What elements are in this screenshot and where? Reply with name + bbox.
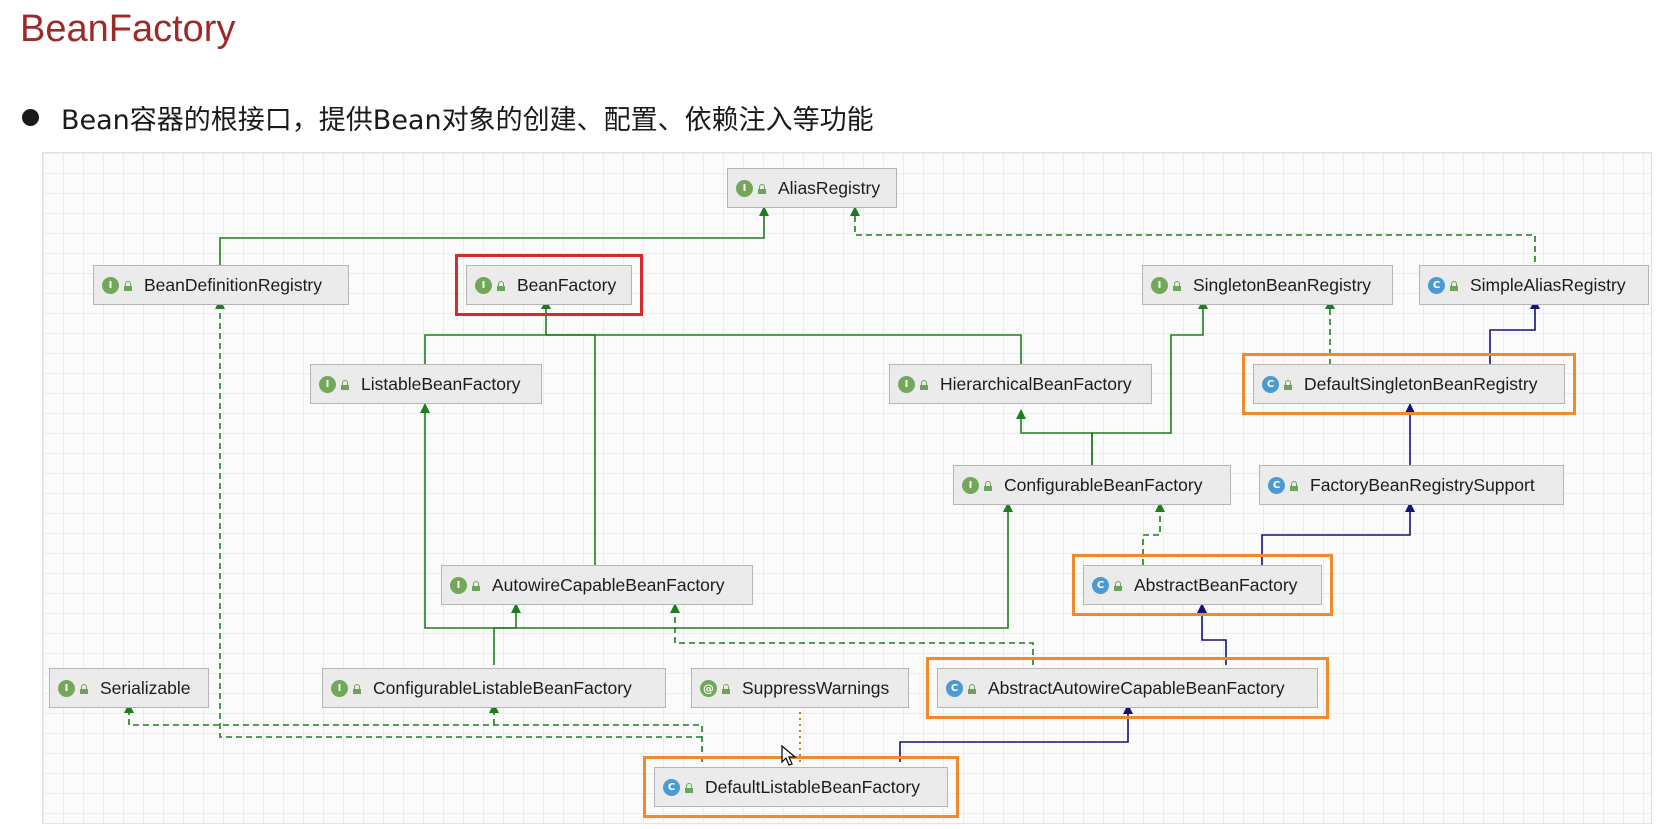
lock-icon xyxy=(1450,280,1458,291)
node-label: AutowireCapableBeanFactory xyxy=(492,574,725,595)
lock-icon xyxy=(497,280,505,291)
node-configurable-bean-factory[interactable]: I ConfigurableBeanFactory xyxy=(953,465,1231,505)
lock-icon xyxy=(1290,480,1298,491)
interface-icon: I xyxy=(736,179,753,197)
interface-icon: I xyxy=(331,679,348,697)
node-bean-definition-registry[interactable]: I BeanDefinitionRegistry xyxy=(93,265,349,305)
node-label: SimpleAliasRegistry xyxy=(1470,274,1626,295)
lock-icon xyxy=(1114,580,1122,591)
node-listable-bean-factory[interactable]: I ListableBeanFactory xyxy=(310,364,542,404)
interface-icon: I xyxy=(898,375,915,393)
annotation-icon: @ xyxy=(700,679,717,697)
lock-icon xyxy=(353,683,361,694)
lock-icon xyxy=(920,379,928,390)
node-label: BeanFactory xyxy=(517,274,617,295)
node-label: ListableBeanFactory xyxy=(361,373,521,394)
lock-icon xyxy=(1173,280,1181,291)
node-label: Serializable xyxy=(100,677,191,698)
node-label: AbstractAutowireCapableBeanFactory xyxy=(988,677,1285,698)
bullet-point: Bean容器的根接口，提供Bean对象的创建、配置、依赖注入等功能 xyxy=(22,92,874,142)
bullet-dot-icon xyxy=(22,108,39,126)
lock-icon xyxy=(124,280,132,291)
class-icon: C xyxy=(946,679,963,697)
node-default-singleton-bean-registry[interactable]: C DefaultSingletonBeanRegistry xyxy=(1242,353,1576,415)
lock-icon xyxy=(722,683,730,694)
node-label: DefaultListableBeanFactory xyxy=(705,776,920,797)
lock-icon xyxy=(472,580,480,591)
mouse-cursor-icon xyxy=(781,745,797,766)
node-default-listable-bean-factory[interactable]: C DefaultListableBeanFactory xyxy=(643,756,959,818)
node-simple-alias-registry[interactable]: C SimpleAliasRegistry xyxy=(1419,265,1649,305)
node-autowire-capable-bean-factory[interactable]: I AutowireCapableBeanFactory xyxy=(441,565,753,605)
class-icon: C xyxy=(1092,576,1109,594)
interface-icon: I xyxy=(1151,276,1168,294)
class-icon: C xyxy=(663,778,680,796)
node-label: AbstractBeanFactory xyxy=(1134,574,1298,595)
slide-title: BeanFactory xyxy=(20,8,236,50)
node-label: BeanDefinitionRegistry xyxy=(144,274,323,295)
node-label: SingletonBeanRegistry xyxy=(1193,274,1372,295)
node-factory-bean-registry-support[interactable]: C FactoryBeanRegistrySupport xyxy=(1259,465,1564,505)
node-label: DefaultSingletonBeanRegistry xyxy=(1304,373,1538,394)
lock-icon xyxy=(1284,379,1292,390)
class-icon: C xyxy=(1262,375,1279,393)
interface-icon: I xyxy=(475,276,492,294)
interface-icon: I xyxy=(962,476,979,494)
node-label: FactoryBeanRegistrySupport xyxy=(1310,474,1535,495)
interface-icon: I xyxy=(58,679,75,697)
lock-icon xyxy=(341,379,349,390)
node-alias-registry[interactable]: I AliasRegistry xyxy=(727,168,897,208)
node-label: SuppressWarnings xyxy=(742,677,890,698)
node-label: ConfigurableListableBeanFactory xyxy=(373,677,632,698)
interface-icon: I xyxy=(450,576,467,594)
lock-icon xyxy=(984,480,992,491)
class-icon: C xyxy=(1428,276,1445,294)
node-abstract-bean-factory[interactable]: C AbstractBeanFactory xyxy=(1072,554,1333,616)
lock-icon xyxy=(968,683,976,694)
node-configurable-listable-bean-factory[interactable]: I ConfigurableListableBeanFactory xyxy=(322,668,666,708)
node-singleton-bean-registry[interactable]: I SingletonBeanRegistry xyxy=(1142,265,1393,305)
interface-icon: I xyxy=(102,276,119,294)
node-label: ConfigurableBeanFactory xyxy=(1004,474,1203,495)
node-serializable[interactable]: I Serializable xyxy=(49,668,209,708)
node-abstract-autowire-capable-bean-factory[interactable]: C AbstractAutowireCapableBeanFactory xyxy=(926,657,1329,719)
lock-icon xyxy=(758,183,766,194)
node-bean-factory[interactable]: I BeanFactory xyxy=(455,254,643,316)
node-label: HierarchicalBeanFactory xyxy=(940,373,1132,394)
lock-icon xyxy=(80,683,88,694)
node-suppress-warnings[interactable]: @ SuppressWarnings xyxy=(691,668,909,708)
interface-icon: I xyxy=(319,375,336,393)
class-icon: C xyxy=(1268,476,1285,494)
node-label: AliasRegistry xyxy=(778,177,881,198)
lock-icon xyxy=(685,782,693,793)
bullet-text: Bean容器的根接口，提供Bean对象的创建、配置、依赖注入等功能 xyxy=(61,104,874,136)
node-hierarchical-bean-factory[interactable]: I HierarchicalBeanFactory xyxy=(889,364,1152,404)
